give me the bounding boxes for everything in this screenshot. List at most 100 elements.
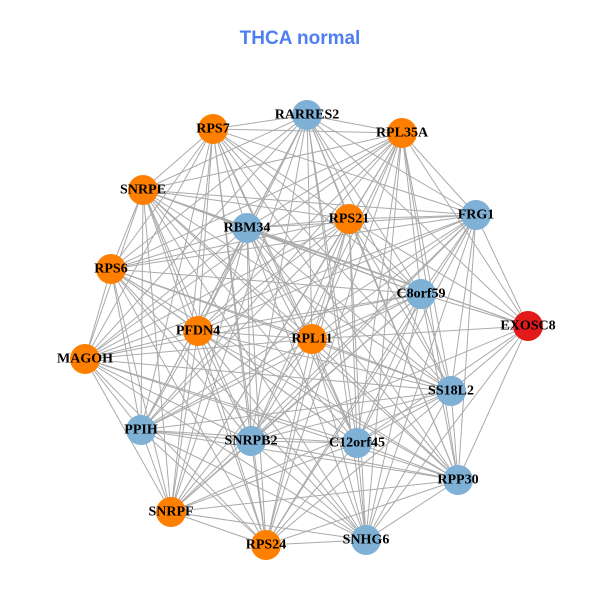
edge-FRG1-PPIH	[140, 214, 477, 431]
edge-RARRES2-RPS6	[110, 114, 308, 270]
edge-RPL11-PPIH	[140, 338, 313, 431]
edge-EXOSC8-SS18L2	[450, 325, 529, 392]
edge-FRG1-SNHG6	[365, 214, 477, 541]
edge-RPS6-SNRPF	[110, 268, 172, 513]
node-label: RARRES2	[275, 108, 340, 123]
edge-RPL35A-SNRPB2	[250, 132, 403, 442]
node-C12orf45: C12orf45	[329, 428, 385, 458]
edge-RPS21-SNHG6	[348, 218, 367, 541]
edge-RBM34-MAGOH	[84, 227, 248, 360]
edge-EXOSC8-RPL11	[311, 325, 529, 340]
node-label: FRG1	[458, 208, 495, 223]
edge-RPP30-RPS24	[265, 479, 459, 546]
edge-RARRES2-SS18L2	[306, 114, 452, 392]
edge-SNRPE-C12orf45	[142, 189, 358, 444]
edge-SNRPE-SS18L2	[142, 189, 452, 392]
node-circle	[128, 175, 158, 205]
node-circle	[96, 254, 126, 284]
node-label: RPP30	[437, 473, 478, 488]
edge-SNRPB2-SNRPF	[170, 440, 252, 513]
node-SNRPF: SNRPF	[148, 497, 194, 527]
edge-PFDN4-RPL11	[197, 330, 313, 340]
node-SNRPE: SNRPE	[120, 175, 166, 205]
edge-RPS7-FRG1	[212, 128, 477, 216]
edge-RPL11-SNRPB2	[250, 338, 313, 442]
node-RPL35A: RPL35A	[376, 118, 429, 148]
node-circle	[126, 415, 156, 445]
edge-MAGOH-RPS24	[84, 358, 267, 546]
edge-PFDN4-SS18L2	[197, 330, 452, 392]
edge-RARRES2-RPS7	[212, 114, 308, 130]
edge-C8orf59-RPL11	[311, 293, 422, 340]
node-label: C8orf59	[397, 287, 446, 302]
edge-SNRPE-RPS24	[142, 189, 267, 546]
edge-RPS21-FRG1	[348, 214, 477, 220]
node-RPP30: RPP30	[437, 465, 479, 495]
edge-RPS21-EXOSC8	[348, 218, 529, 327]
edge-RPS6-MAGOH	[84, 268, 112, 360]
node-label: PPIH	[124, 423, 158, 438]
edge-RPS21-RPS6	[110, 218, 350, 270]
edge-EXOSC8-RPP30	[457, 325, 529, 481]
edge-RPS21-SNRPF	[170, 218, 350, 513]
edge-FRG1-SS18L2	[450, 214, 477, 392]
node-circle	[183, 316, 213, 346]
edge-RPL35A-MAGOH	[84, 132, 403, 360]
edge-RPS7-RPS24	[212, 128, 267, 546]
chart-title: THCA normal	[239, 28, 361, 49]
edge-FRG1-C12orf45	[356, 214, 477, 444]
node-label: RPS21	[329, 212, 369, 227]
node-MAGOH: MAGOH	[57, 344, 113, 374]
node-label: RPL35A	[376, 126, 429, 141]
node-SNRPB2: SNRPB2	[225, 426, 278, 456]
node-circle	[156, 497, 186, 527]
node-circle	[342, 428, 372, 458]
edge-PFDN4-C12orf45	[197, 330, 358, 444]
node-circle	[232, 213, 262, 243]
edge-RBM34-RPS21	[246, 218, 350, 229]
edge-RPS21-SS18L2	[348, 218, 452, 392]
node-circle	[70, 344, 100, 374]
edge-PPIH-SNRPB2	[140, 429, 252, 442]
edge-SNRPE-FRG1	[142, 189, 477, 216]
edge-PFDN4-SNRPF	[170, 330, 199, 513]
edge-RPL35A-RPP30	[401, 132, 459, 481]
edge-RARRES2-C8orf59	[306, 114, 422, 295]
node-label: SNRPB2	[225, 434, 278, 449]
edge-RBM34-C8orf59	[246, 227, 422, 295]
edge-RPS21-MAGOH	[84, 218, 350, 360]
edge-FRG1-PFDN4	[197, 214, 477, 332]
edge-RARRES2-C12orf45	[306, 114, 358, 444]
node-SS18L2: SS18L2	[428, 376, 474, 406]
edge-SNRPF-RPS24	[170, 511, 267, 546]
edge-PFDN4-MAGOH	[84, 330, 199, 360]
edge-MAGOH-SS18L2	[84, 358, 452, 392]
edge-RBM34-RPS24	[246, 227, 267, 546]
edge-RPL11-SNRPF	[170, 338, 313, 513]
edge-C8orf59-EXOSC8	[420, 293, 529, 327]
edge-RPP30-SNHG6	[365, 479, 459, 541]
node-RPL11: RPL11	[291, 324, 333, 354]
edge-C8orf59-MAGOH	[84, 293, 422, 360]
edge-RPS7-C8orf59	[212, 128, 422, 295]
edge-SS18L2-SNRPF	[170, 390, 452, 513]
edge-SNRPB2-C12orf45	[250, 440, 358, 444]
edge-FRG1-MAGOH	[84, 214, 477, 360]
node-EXOSC8: EXOSC8	[500, 311, 556, 341]
edge-EXOSC8-SNHG6	[365, 325, 529, 541]
node-FRG1: FRG1	[458, 200, 495, 230]
node-label: MAGOH	[57, 352, 113, 367]
node-label: SNRPF	[148, 505, 193, 520]
edge-EXOSC8-SNRPB2	[250, 325, 529, 442]
edge-FRG1-SNRPF	[170, 214, 477, 513]
edge-FRG1-RPS24	[265, 214, 477, 546]
edge-RPL35A-RPS24	[265, 132, 403, 546]
edge-SNRPB2-RPS24	[250, 440, 267, 546]
node-label: SNHG6	[343, 533, 390, 548]
edge-RARRES2-EXOSC8	[306, 114, 529, 327]
edge-SNRPE-RPS21	[142, 189, 350, 220]
edge-RPL35A-RPS6	[110, 132, 403, 270]
edge-PFDN4-RPS24	[197, 330, 267, 546]
node-circle	[251, 530, 281, 560]
